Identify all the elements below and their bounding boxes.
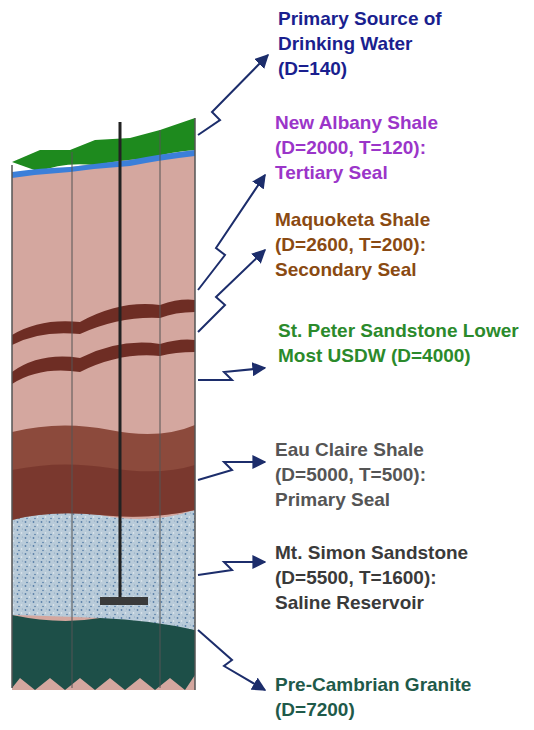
basement-label: Pre-Cambrian Granite (D=7200) [275,672,525,722]
aquifer-label: St. Peter Sandstone Lower Most USDW (D=4… [278,318,528,368]
source-label: Primary Source of Drinking Water (D=140) [278,6,478,81]
seal-label: Eau Claire Shale (D=5000, T=500): Primar… [275,437,495,512]
reservoir-label: Mt. Simon Sandstone (D=5500, T=1600): Sa… [275,540,495,615]
seal-label: Maquoketa Shale (D=2600, T=200): Seconda… [275,207,495,282]
seal-label: New Albany Shale (D=2000, T=120): Tertia… [275,110,495,185]
